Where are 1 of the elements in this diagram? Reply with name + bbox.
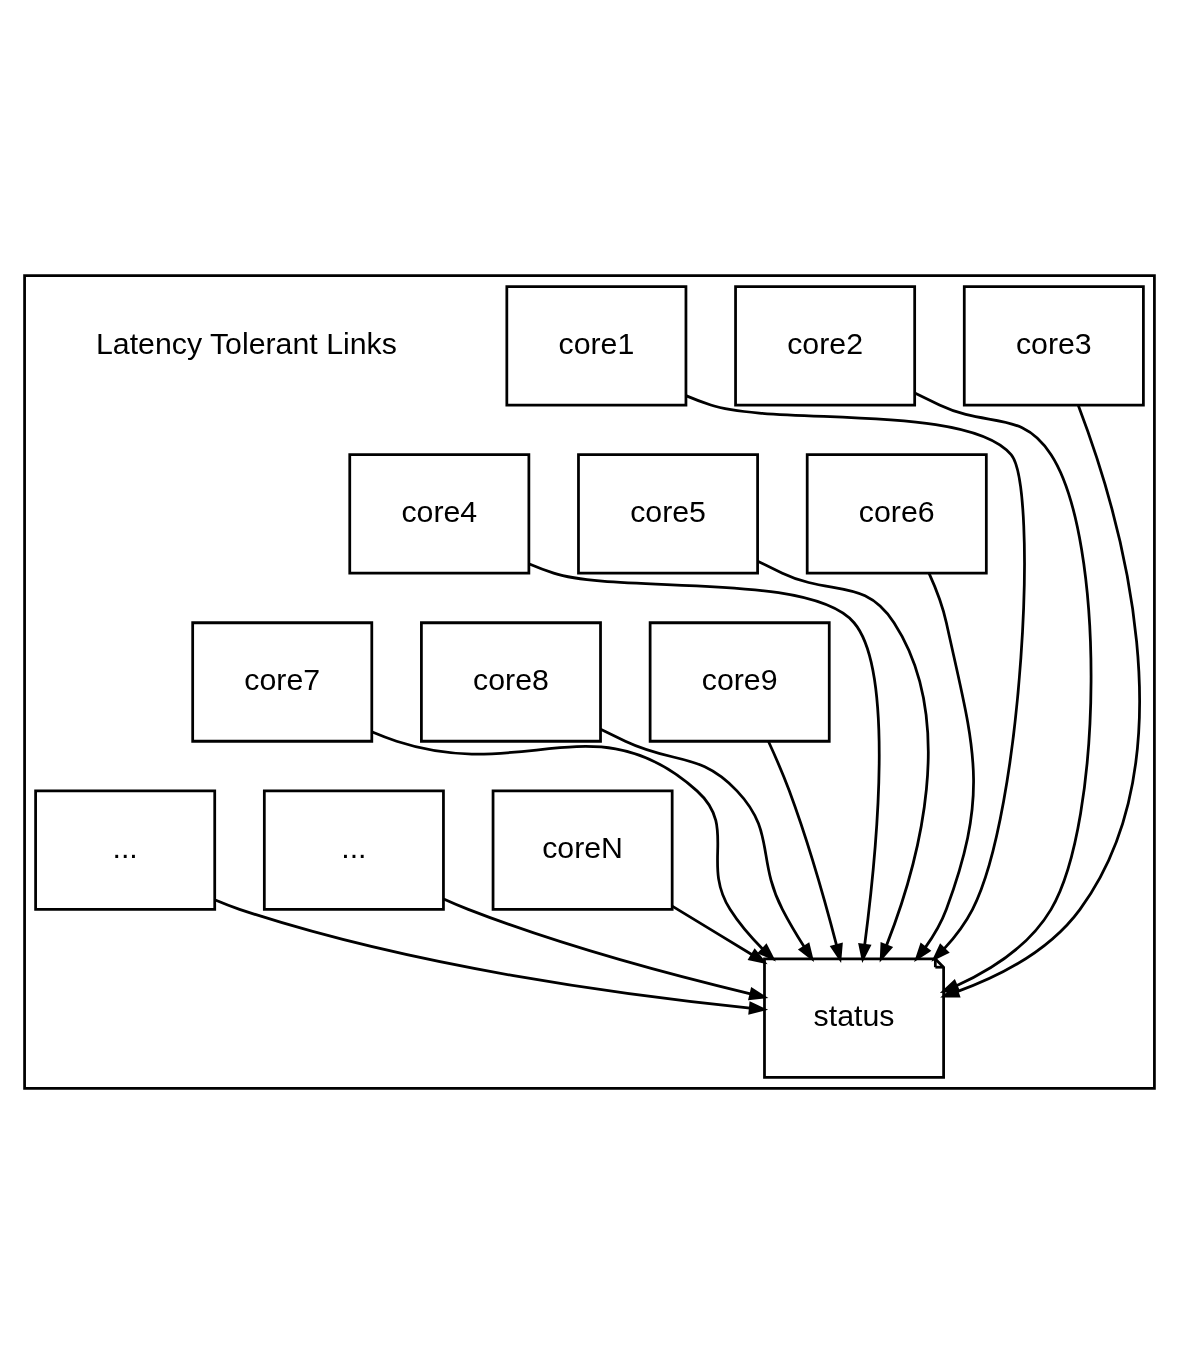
label: Latency Tolerant Links [95,326,397,360]
